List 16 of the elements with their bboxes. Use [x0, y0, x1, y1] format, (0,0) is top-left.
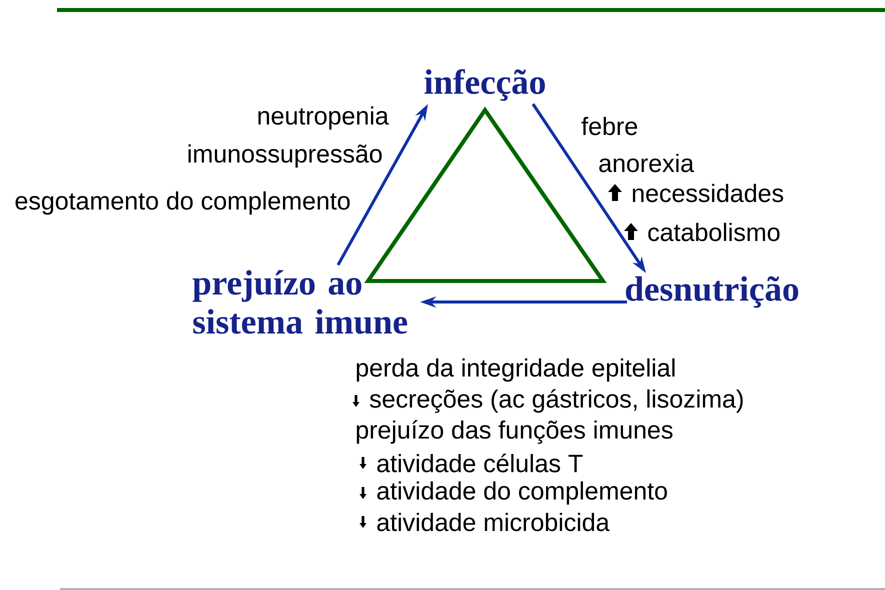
node-label: infecção: [424, 69, 545, 101]
label-text: atividade do complemento: [377, 481, 667, 505]
label-text: imunossupressão: [188, 144, 382, 168]
label-text: esgotamento do complemento: [16, 191, 350, 215]
label-text: prejuízo das funções imunes: [356, 420, 672, 444]
label-text: secreções (ac gástricos, lisozima): [370, 389, 743, 413]
label-text: necessidades: [632, 184, 784, 202]
label-text: catabolismo: [648, 222, 780, 242]
label-text: anorexia: [599, 154, 694, 172]
label-text: neutropenia: [258, 106, 389, 130]
label-text: febre: [582, 116, 638, 136]
label-text: perda da integridade epitelial: [356, 358, 675, 382]
label-text: atividade células T: [377, 454, 583, 472]
node-label: prejuízo ao sistema imune: [192, 270, 408, 334]
node-label: desnutrição: [626, 276, 798, 308]
label-text: atividade microbicida: [377, 512, 610, 532]
